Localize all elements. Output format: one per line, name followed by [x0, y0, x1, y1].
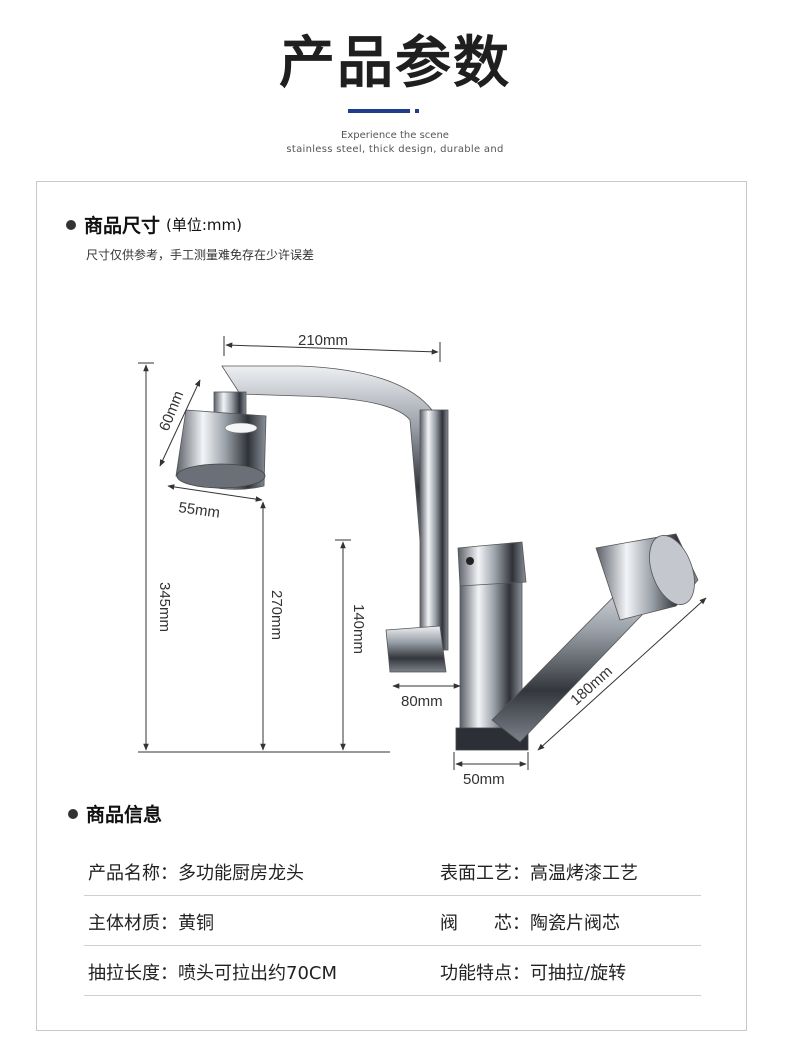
page-title: 产品参数 — [279, 31, 511, 96]
info-cell-pull-length: 抽拉长度：喷头可拉出约70CM — [88, 963, 338, 984]
bullet-icon — [66, 219, 76, 230]
size-section-title: 商品尺寸 — [84, 215, 161, 237]
subtitle-line-2: stainless steel, thick design, durable a… — [286, 144, 504, 155]
dimension-lines — [138, 336, 707, 770]
info-cell-valve: 阀 芯：陶瓷片阀芯 — [440, 913, 620, 934]
info-row: 主体材质：黄铜 阀 芯：陶瓷片阀芯 — [84, 896, 701, 946]
size-section-unit: (单位:mm) — [166, 216, 242, 234]
title-underline — [348, 109, 410, 113]
size-section-header: 商品尺寸 (单位:mm) — [66, 211, 242, 238]
info-cell-material: 主体材质：黄铜 — [88, 913, 214, 934]
dim-spout-height: 270mm — [268, 590, 285, 640]
info-row: 抽拉长度：喷头可拉出约70CM 功能特点：可抽拉/旋转 — [84, 946, 701, 996]
subtitle-line-1: Experience the scene — [341, 130, 449, 141]
dim-spout-length: 210mm — [298, 332, 348, 349]
dim-handle-length: 80mm — [401, 693, 443, 710]
dim-aerator-height: 60mm — [156, 388, 187, 433]
dim-body-height: 140mm — [350, 604, 367, 654]
info-cell-name: 产品名称：多功能厨房龙头 — [88, 863, 304, 884]
size-note: 尺寸仅供参考，手工测量难免存在少许误差 — [86, 248, 315, 262]
dimension-labels: 210mm 60mm 55mm 345mm 270mm 140mm 80mm 1… — [156, 332, 616, 788]
faucet-illustration — [175, 365, 699, 751]
dim-base-diameter: 50mm — [463, 771, 505, 788]
dim-total-height: 345mm — [156, 582, 173, 632]
info-section-title: 商品信息 — [86, 804, 163, 826]
bullet-icon — [68, 808, 78, 819]
info-row: 产品名称：多功能厨房龙头 表面工艺：高温烤漆工艺 — [84, 846, 701, 896]
content-panel — [36, 181, 747, 1031]
info-cell-finish: 表面工艺：高温烤漆工艺 — [440, 863, 638, 884]
dim-aerator-width: 55mm — [177, 499, 221, 522]
info-cell-features: 功能特点：可抽拉/旋转 — [440, 963, 627, 984]
title-underline-dot — [415, 109, 419, 113]
info-section-header: 商品信息 — [68, 800, 162, 827]
